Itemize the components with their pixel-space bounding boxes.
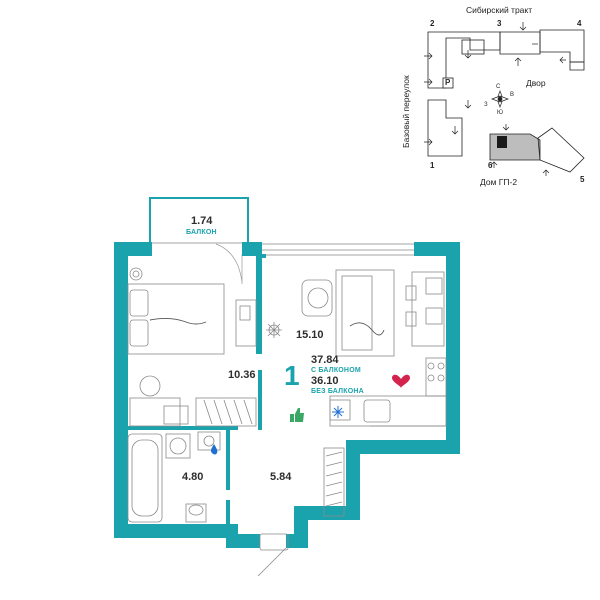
- entry-door: [257, 547, 287, 577]
- map-building-left-lower: [427, 99, 463, 157]
- toilet: [185, 503, 207, 523]
- bed: [127, 283, 225, 355]
- street-label-top: Сибирский тракт: [466, 5, 533, 15]
- entry-mat: [259, 533, 289, 551]
- total-without-balcony: 36.10: [311, 375, 339, 387]
- dining-table: [411, 271, 445, 347]
- with-balcony-label: С БАЛКОНОМ: [311, 367, 361, 374]
- hall-wardrobe: [323, 447, 345, 517]
- person-figures: [149, 317, 385, 336]
- compass-north: С: [496, 84, 501, 90]
- section-number-4: 4: [577, 19, 582, 28]
- snowflake-icon: [332, 406, 344, 418]
- compass-south: Ю: [497, 110, 504, 116]
- water-drop-icon: [210, 444, 218, 455]
- parking-icon: [442, 77, 454, 89]
- compass-east: В: [510, 92, 515, 98]
- map-building-section5: [537, 127, 585, 173]
- bathtub: [127, 433, 163, 523]
- section-number-6: 6: [488, 161, 493, 170]
- compass-west: З: [484, 102, 488, 108]
- balcony: [149, 197, 249, 244]
- kitchen-sink: [363, 399, 391, 423]
- wardrobe: [195, 397, 257, 427]
- section-number-3: 3: [497, 19, 502, 28]
- thumbs-up-icon: [290, 408, 304, 422]
- heart-icon: [392, 374, 410, 388]
- map-building-inner: [461, 39, 485, 55]
- furniture: [127, 267, 447, 551]
- building-label: Дом ГП-2: [480, 177, 518, 187]
- interior-walls: [128, 254, 266, 526]
- section-number-2: 2: [430, 19, 435, 28]
- balcony-door-swing: [215, 243, 243, 283]
- total-with-balcony: 37.84: [311, 354, 339, 366]
- washing-machine: [165, 433, 191, 459]
- exterior-walls: [114, 242, 460, 548]
- hall-area: 5.84: [270, 471, 292, 483]
- section-number-5: 5: [580, 175, 585, 184]
- section-number-1: 1: [430, 161, 435, 170]
- without-balcony-label: БЕЗ БАЛКОНА: [311, 388, 364, 395]
- balcony-label: БАЛКОН: [186, 229, 217, 236]
- compass-icon: [491, 90, 509, 108]
- lamp-icon: [129, 267, 143, 281]
- bathroom-sink: [197, 431, 221, 451]
- bathroom-area: 4.80: [182, 471, 204, 483]
- stove: [425, 357, 447, 397]
- map-building-top: [499, 31, 541, 55]
- plant-icon: [266, 322, 282, 338]
- bedroom-area: 10.36: [228, 369, 256, 381]
- map-building-right-tail: [569, 61, 585, 71]
- living-area: 15.10: [296, 329, 324, 341]
- parking-label: P: [445, 78, 451, 87]
- room-count: 1: [284, 360, 300, 391]
- sofa: [335, 269, 395, 357]
- courtyard-label: Двор: [526, 78, 546, 88]
- map-gp2-highlight: [497, 136, 507, 148]
- living-window: [262, 243, 414, 256]
- balcony-area: 1.74: [191, 215, 213, 227]
- map-arrows: [424, 22, 566, 176]
